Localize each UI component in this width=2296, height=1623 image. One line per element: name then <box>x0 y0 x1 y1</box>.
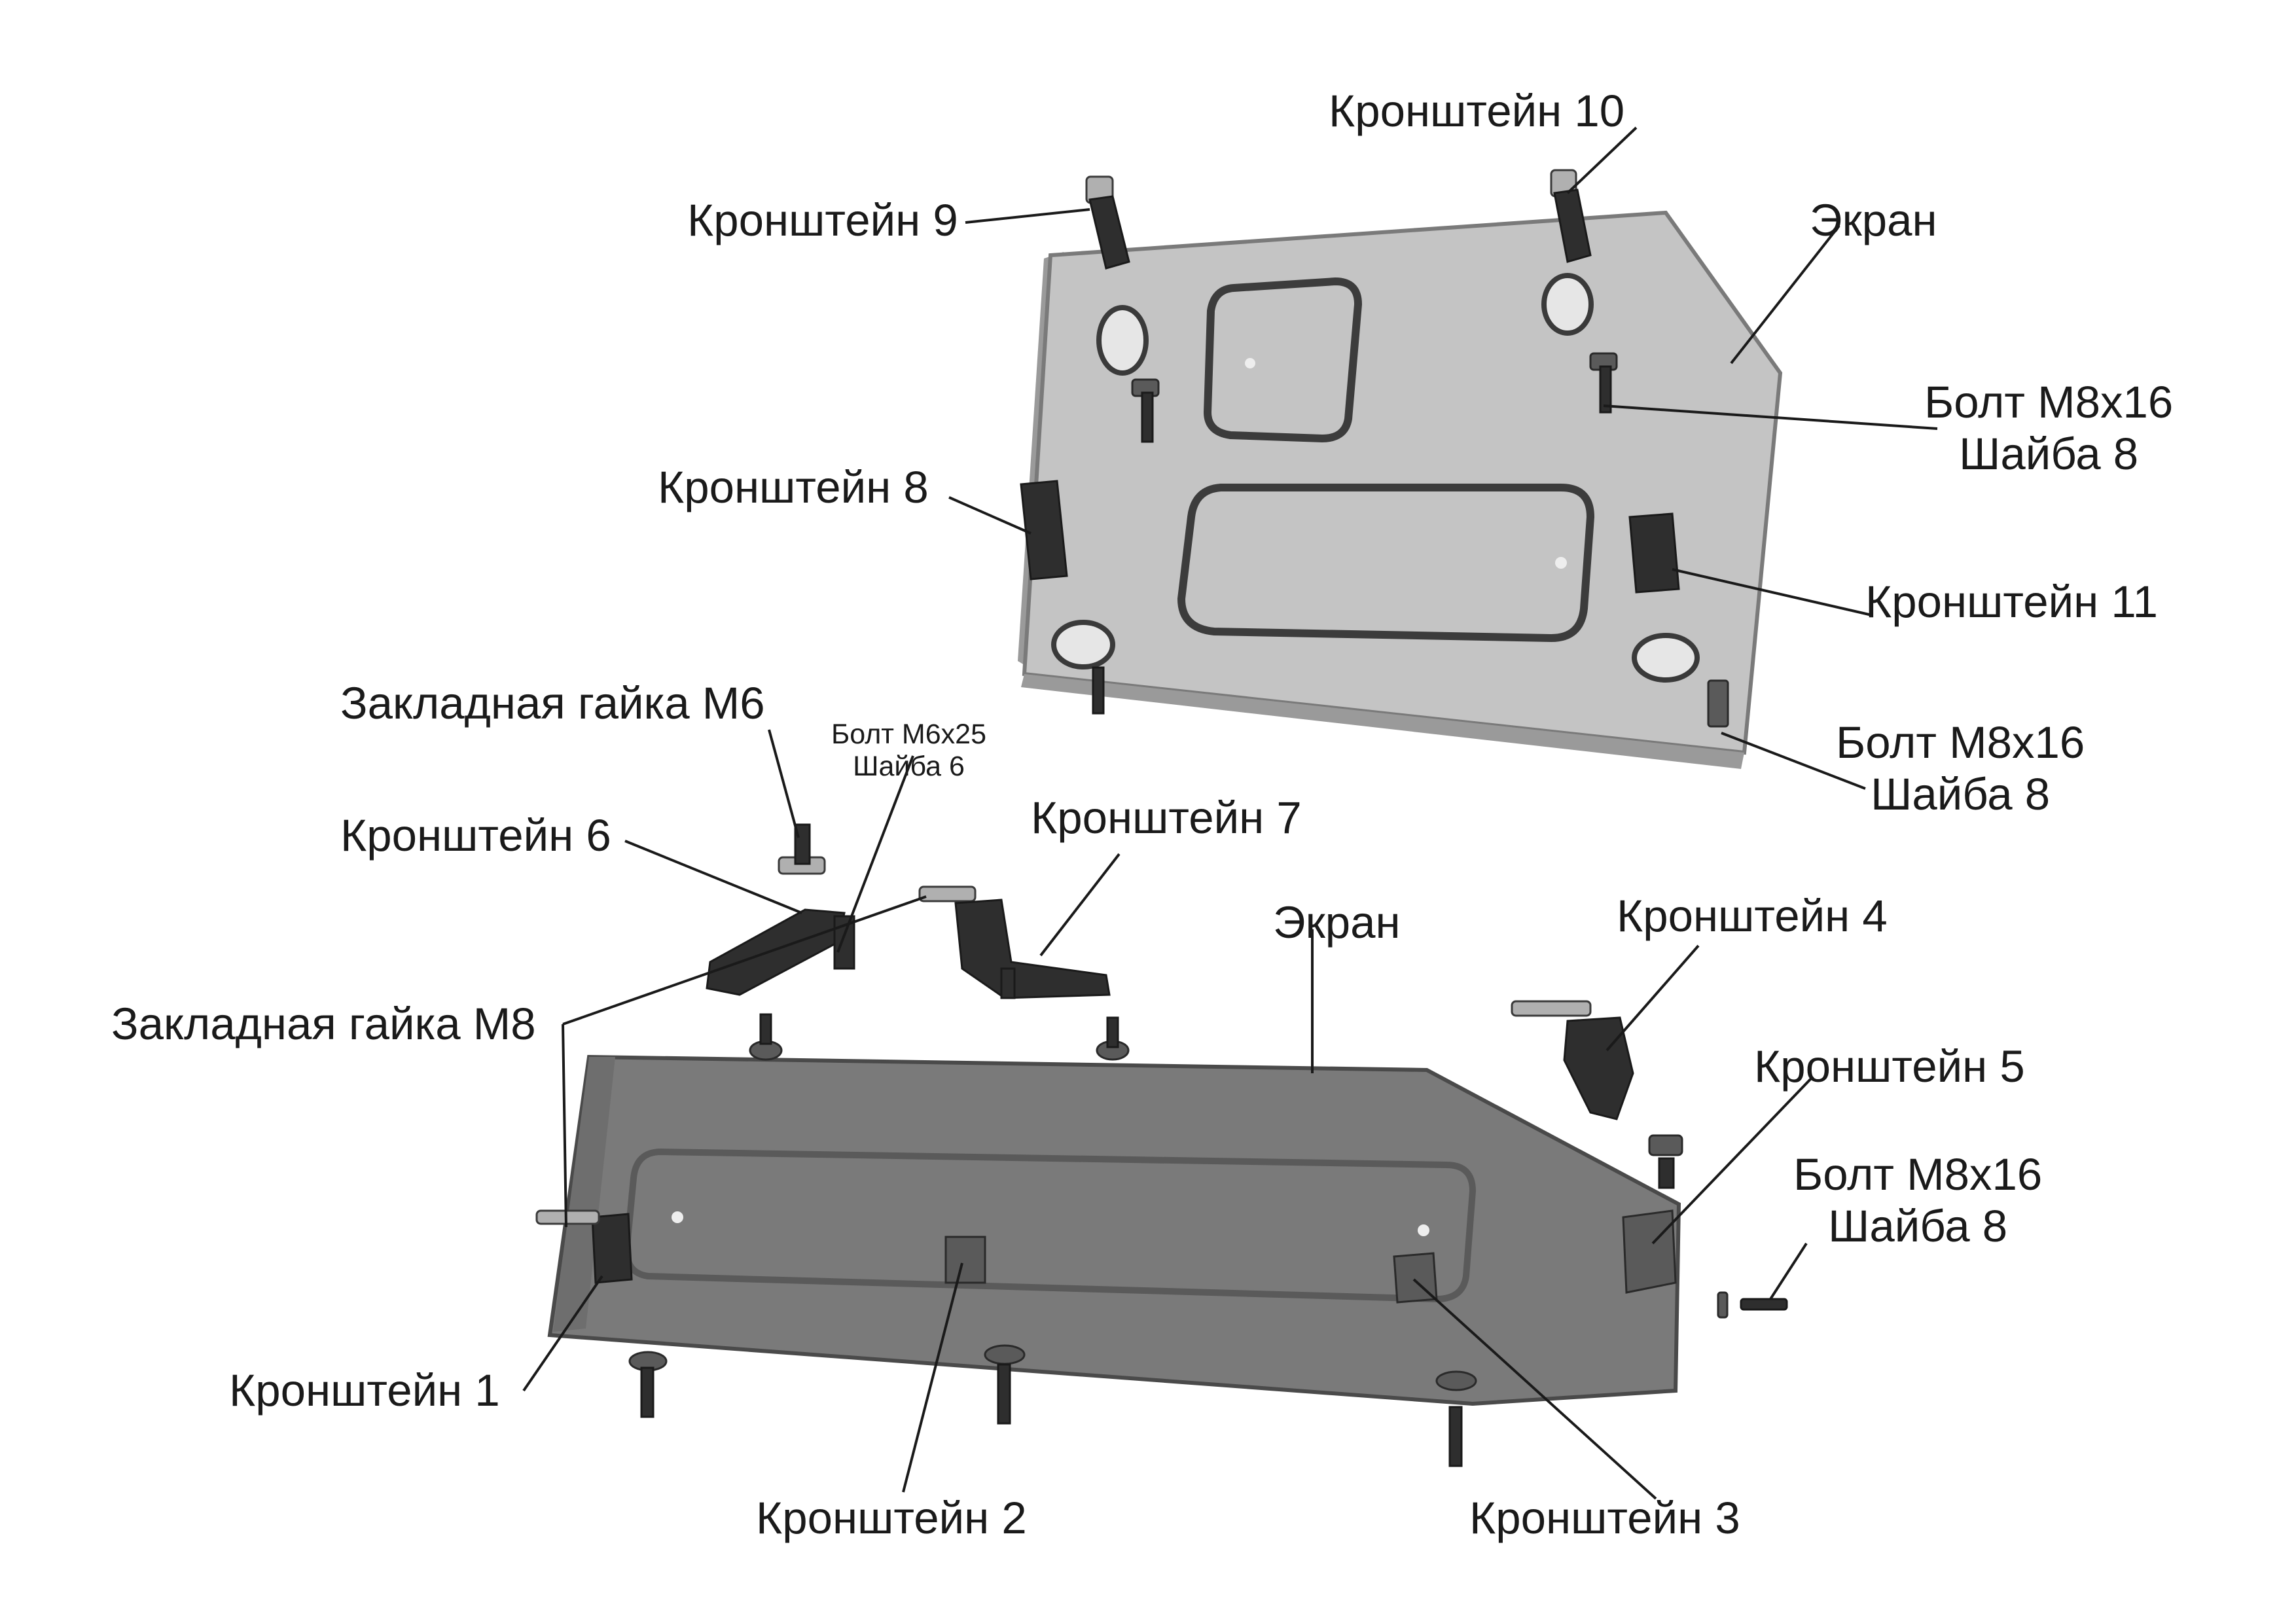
label-bracket-11: Кронштейн 11 <box>1865 577 2159 627</box>
bottom-shield-plate <box>535 1054 1681 1467</box>
label-bracket-6: Кронштейн 6 <box>340 810 611 861</box>
bracket-4-part <box>1511 1000 1634 1120</box>
bolt-top-right <box>1589 352 1618 414</box>
label-bracket-5: Кронштейн 5 <box>1754 1041 2025 1092</box>
label-embedded-nut-m8: Закладная гайка М8 <box>111 999 536 1049</box>
bracket-8-part <box>1020 480 1068 580</box>
top-shield-plate <box>1018 169 1783 769</box>
mount-hole <box>1096 305 1149 376</box>
nut-right-loose <box>1096 1016 1130 1061</box>
bracket-11-part <box>1628 512 1680 594</box>
bolt-under-3 <box>1435 1370 1477 1467</box>
bracket-5-part <box>1622 1209 1677 1294</box>
label-bolt-m6-line2: Шайба 6 <box>853 751 965 783</box>
label-bolt-top-1-line1: Болт М8х16 <box>1924 377 2174 427</box>
label-bolt-m6: Болт М6х25 Шайба 6 <box>831 719 986 783</box>
label-bracket-2: Кронштейн 2 <box>756 1493 1027 1543</box>
bracket-1-part <box>535 1209 633 1284</box>
label-bracket-3: Кронштейн 3 <box>1469 1493 1740 1543</box>
label-bolt-bottom-line2: Шайба 8 <box>1828 1201 2008 1252</box>
label-bracket-1: Кронштейн 1 <box>229 1365 500 1416</box>
mount-hole <box>1632 633 1700 683</box>
mount-hole <box>1051 620 1115 669</box>
bolt-under-1 <box>628 1351 668 1418</box>
bolt-under-2 <box>984 1344 1026 1425</box>
label-screen-bottom: Экран <box>1273 897 1401 948</box>
bracket-2-part <box>944 1236 986 1284</box>
bolt-bracket-5 <box>1648 1134 1683 1189</box>
label-bolt-top-2: Болт М8х16 Шайба 8 <box>1836 717 2085 821</box>
bolt-bottom-left <box>1092 666 1105 715</box>
label-bolt-top-2-line2: Шайба 8 <box>1871 769 2051 820</box>
label-bolt-m6-line1: Болт М6х25 <box>831 719 986 750</box>
bracket-7-part <box>918 885 1111 999</box>
label-embedded-nut-m6: Закладная гайка М6 <box>340 678 765 728</box>
bolt-bottom-right <box>1707 679 1729 728</box>
nut-left-loose <box>749 1013 783 1061</box>
label-bolt-top-2-line1: Болт М8х16 <box>1836 717 2085 768</box>
label-bracket-4: Кронштейн 4 <box>1617 891 1888 941</box>
label-bolt-top-1-line2: Шайба 8 <box>1959 429 2139 480</box>
label-bolt-top-1: Болт М8х16 Шайба 8 <box>1924 376 2173 480</box>
label-bracket-7: Кронштейн 7 <box>1031 793 1302 843</box>
mount-hole <box>1541 273 1594 336</box>
label-bolt-bottom: Болт М8х16 Шайба 8 <box>1793 1149 2042 1253</box>
label-screen-top: Экран <box>1810 195 1937 245</box>
label-bolt-bottom-line1: Болт М8х16 <box>1793 1149 2043 1200</box>
bracket-6-part <box>706 823 855 996</box>
label-bracket-10: Кронштейн 10 <box>1329 86 1625 136</box>
bolt-top-left <box>1131 378 1160 443</box>
bracket-9-part <box>1085 175 1130 270</box>
bolt-loose-right <box>1717 1291 1788 1319</box>
label-bracket-8: Кронштейн 8 <box>658 462 929 512</box>
leader-lines <box>522 126 1938 1500</box>
label-bracket-9: Кронштейн 9 <box>687 195 958 245</box>
